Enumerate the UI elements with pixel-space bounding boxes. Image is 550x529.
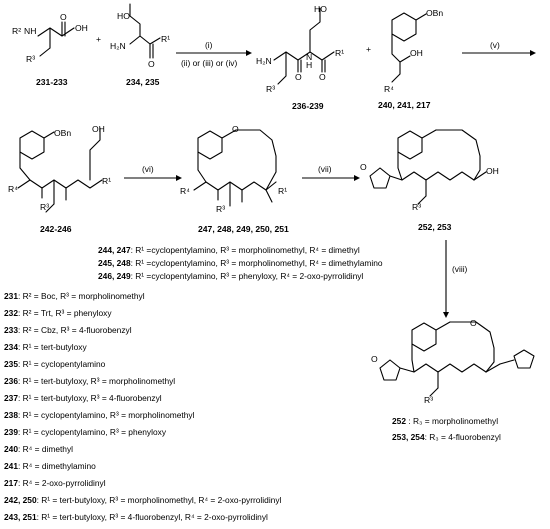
arrow-viii-label: (viii) [452,264,468,274]
arrow-i-label: (i) [205,40,213,50]
h2n-label-2: H₂N [256,56,272,66]
o-final-ether-label: O [470,318,477,328]
legend-row-236: 236: R¹ = tert-butyloxy, R³ = morpholino… [4,376,175,386]
o-label: O [60,12,67,22]
o-ether-label: O [232,124,239,134]
legend-row-241: 241: R⁴ = dimethylamino [4,461,96,471]
legend-row-233: 233: R² = Cbz, R³ = 4-fluorobenzyl [4,325,132,335]
oh-label-4: OH [486,166,499,176]
legend-row-217: 217: R⁴ = 2-oxo-pyrrolidinyl [4,478,106,488]
r4-label-2: R⁴ [8,184,18,194]
nh-label: NH [24,26,36,36]
legend-row-243-251: 243, 251: R¹ = tert-butyloxy, R³ = 4-flu… [4,512,268,522]
compound-242-246-label: 242-246 [40,224,72,234]
r1-label-2: R¹ [335,48,344,58]
r4-label-3: R⁴ [180,186,190,196]
legend-row-234: 234: R¹ = tert-butyloxy [4,342,87,352]
compound-252-253-structure: O R³ OH [360,129,499,212]
final-product-structure: O R³ O [371,318,535,405]
o-label-4: O [319,72,326,82]
r3-label-5: R³ [412,202,421,212]
obn-label: OBn [426,8,443,18]
oh-label-2: OH [410,48,423,58]
legend-row-240: 240: R⁴ = dimethyl [4,444,73,454]
note-244-247: 244, 247: R¹ =cyclopentylamino, R³ = mor… [98,245,360,255]
arrow-step-vi: (vi) [124,164,182,181]
compound-247-251-label: 247, 248, 249, 250, 251 [198,224,289,234]
legend-row-239: 239: R¹ = cyclopentylamino, R³ = phenylo… [4,427,167,437]
r2-label: R² [12,26,21,36]
r3-label-2: R³ [266,84,275,94]
h2n-label: H₂N [110,41,126,51]
r1-label: R¹ [161,34,170,44]
arrow-step-i: (i) (ii) or (iii) or (iv) [176,40,252,68]
oh-label: OH [75,23,88,33]
arrow-vii-label: (vii) [318,164,332,174]
o-pyrrolidinone-label: O [360,162,367,172]
arrow-vi-label: (vi) [142,164,154,174]
arrow-v-label: (v) [490,40,500,50]
substituent-notes: 244, 247: R¹ =cyclopentylamino, R³ = mor… [98,245,383,281]
compound-252-253-label: 252, 253 [418,222,452,232]
reactant-231-233-structure: R² NH O OH R³ [12,12,88,64]
r1-label-4: R¹ [278,186,287,196]
o-label-3: O [295,72,302,82]
legend-row-237: 237: R¹ = tert-butyloxy, R³ = 4-fluorobe… [4,393,162,403]
o-final-label: O [371,354,378,364]
note-246-249: 246, 249: R¹ =cyclopentylamino, R³ = phe… [98,271,363,281]
obn-label-2: OBn [54,128,71,138]
reactant-231-233-label: 231-233 [36,77,68,87]
note-245-248: 245, 248: R¹ =cyclopentylamino, R³ = mor… [98,258,383,268]
reagent-240-241-217-structure: OBn OH R⁴ [384,8,443,94]
legend-list: 231: R² = Boc, R³ = morpholinomethyl 232… [4,291,282,522]
plus-sign: + [96,34,101,44]
compound-242-246-structure: OBn R⁴ R³ R¹ OH [8,124,111,213]
ho-label-2: HO [314,4,327,14]
final-row-253-254: 253, 254: R₃ = 4-fluorobenzyl [392,432,501,442]
arrow-step-viii: (viii) [443,240,468,318]
final-row-252: 252 : R₃ = morpholinomethyl [392,416,498,426]
r3-label: R³ [26,54,35,64]
r1-label-3: R¹ [102,176,111,186]
product-236-239-label: 236-239 [292,101,324,111]
legend-row-231: 231: R² = Boc, R³ = morpholinomethyl [4,291,145,301]
reactant-234-235-structure: H₂N HO R¹ O [110,3,170,69]
final-products-list: 252 : R₃ = morpholinomethyl 253, 254: R₃… [392,416,501,442]
n-label: N [306,52,312,62]
legend-row-235: 235: R¹ = cyclopentylamino [4,359,106,369]
legend-row-242-250: 242, 250: R¹ = tert-butyloxy, R³ = morph… [4,495,282,505]
compound-247-251-structure: O R⁴ R³ R¹ [180,124,287,214]
arrow-ii-iv-label: (ii) or (iii) or (iv) [181,58,237,68]
o-label-2: O [148,59,155,69]
plus-sign-2: + [366,44,371,54]
h-label: H [306,60,312,70]
ho-label: HO [117,11,130,21]
arrow-step-v: (v) [462,40,536,56]
r4-label: R⁴ [384,84,394,94]
r3-label-4: R³ [216,204,225,214]
reagent-240-241-217-label: 240, 241, 217 [378,100,431,110]
oh-label-3: OH [92,124,105,134]
product-236-239-structure: H₂N N H R¹ R³ O O HO [256,4,344,94]
reactant-234-235-label: 234, 235 [126,77,160,87]
legend-row-238: 238: R¹ = cyclopentylamino, R³ = morphol… [4,410,195,420]
r3-final-label: R³ [424,395,433,405]
r3-label-3: R³ [40,202,49,212]
legend-row-232: 232: R² = Trt, R³ = phenyloxy [4,308,112,318]
arrow-step-vii: (vii) [302,164,360,181]
